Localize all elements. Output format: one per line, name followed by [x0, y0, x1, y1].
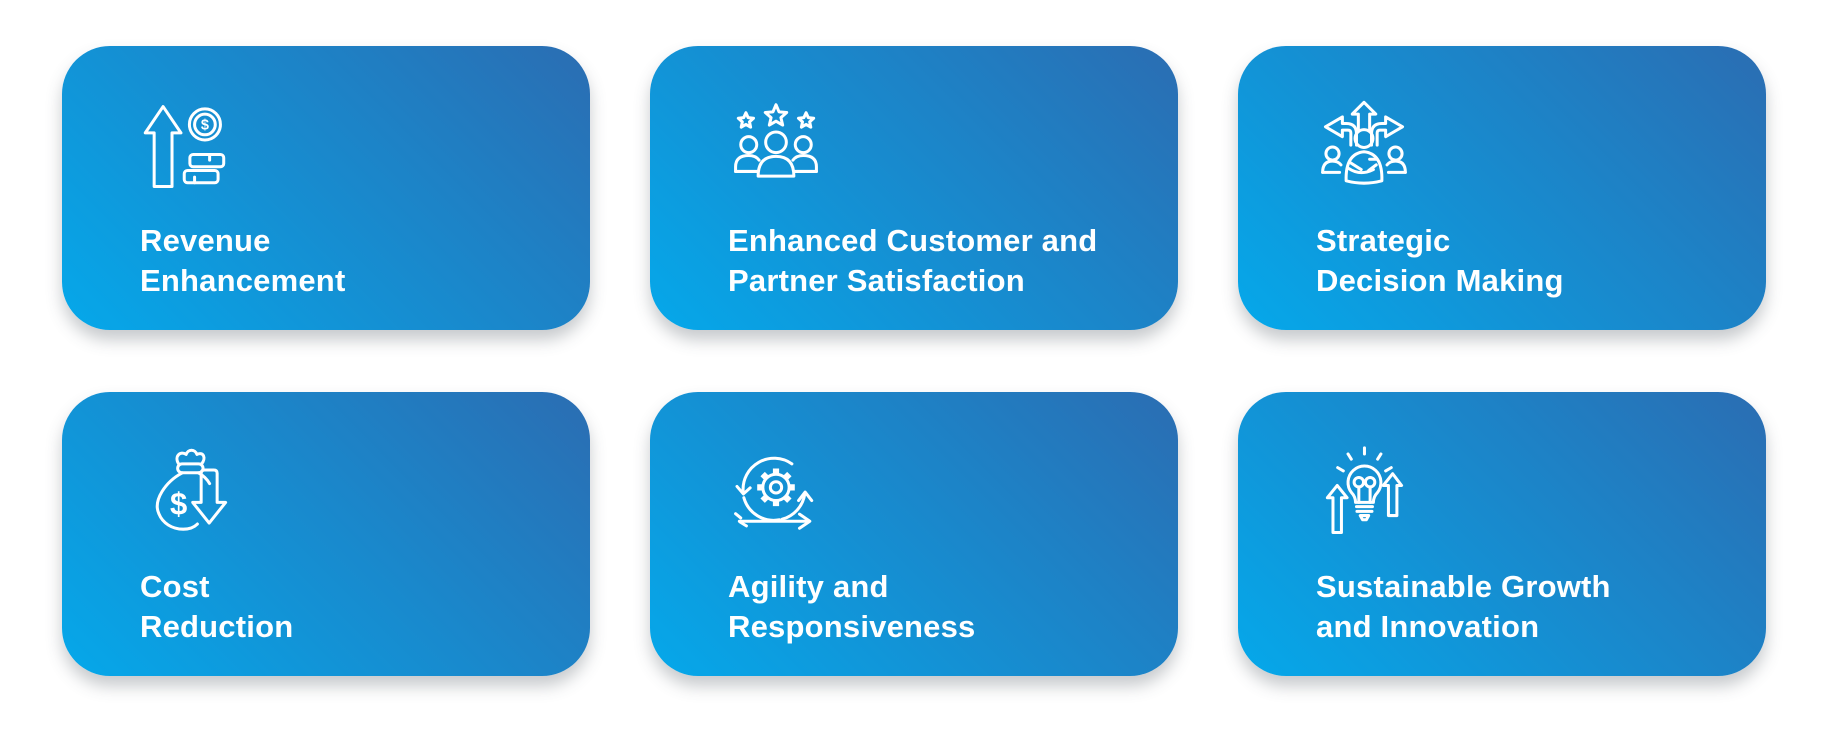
agile-gear-cycle-icon: [728, 446, 824, 540]
card-title: Sustainable Growth and Innovation: [1316, 567, 1726, 647]
card-title: Enhanced Customer and Partner Satisfacti…: [728, 221, 1138, 301]
card-title-line: Sustainable Growth: [1316, 569, 1611, 604]
card-agility-responsiveness: Agility and Responsiveness: [650, 392, 1178, 676]
card-title-line: Decision Making: [1316, 263, 1564, 298]
card-title-line: Revenue: [140, 223, 271, 258]
card-title-line: Strategic: [1316, 223, 1451, 258]
card-title: Agility and Responsiveness: [728, 567, 1138, 647]
card-title-line: Enhanced Customer and: [728, 223, 1098, 258]
card-customer-partner-satisfaction: Enhanced Customer and Partner Satisfacti…: [650, 46, 1178, 330]
card-title: Cost Reduction: [140, 567, 550, 647]
cards-grid: $ Revenue Enhancement: [62, 46, 1766, 676]
card-title-line: Responsiveness: [728, 609, 976, 644]
card-title-line: Agility and: [728, 569, 889, 604]
dollar-glyph: $: [201, 118, 209, 134]
card-revenue-enhancement: $ Revenue Enhancement: [62, 46, 590, 330]
lightbulb-growth-arrows-icon: [1316, 446, 1412, 540]
money-bag-arrow-down-icon: $: [140, 446, 236, 540]
card-strategic-decision-making: Strategic Decision Making: [1238, 46, 1766, 330]
card-title: Strategic Decision Making: [1316, 221, 1726, 301]
card-title-line: Enhancement: [140, 263, 346, 298]
card-title: Revenue Enhancement: [140, 221, 550, 301]
card-title-line: Reduction: [140, 609, 294, 644]
card-cost-reduction: $ Cost Reduction: [62, 392, 590, 676]
arrow-up-coins-icon: $: [140, 100, 236, 194]
decision-arrows-person-icon: [1316, 100, 1412, 194]
customers-stars-icon: [728, 100, 824, 194]
card-sustainable-growth-innovation: Sustainable Growth and Innovation: [1238, 392, 1766, 676]
dollar-glyph: $: [170, 487, 187, 522]
card-title-line: Cost: [140, 569, 210, 604]
card-title-line: and Innovation: [1316, 609, 1540, 644]
card-title-line: Partner Satisfaction: [728, 263, 1025, 298]
